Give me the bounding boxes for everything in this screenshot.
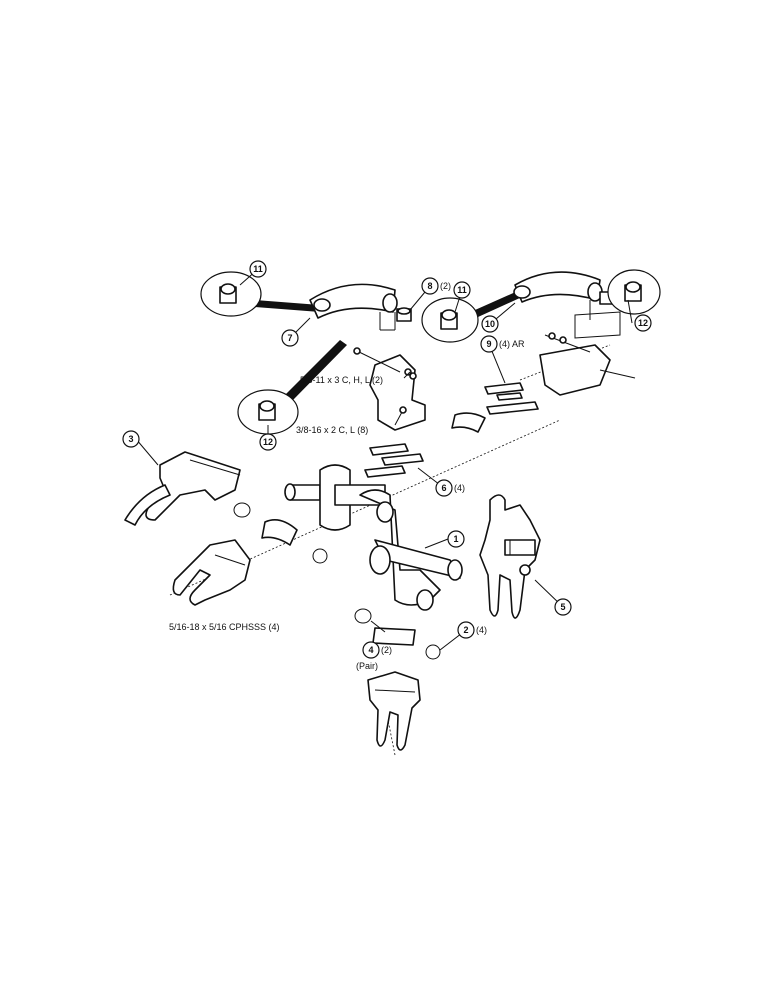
svg-text:12: 12: [263, 437, 273, 447]
callout-6: 6 (4): [435, 479, 465, 497]
svg-text:8: 8: [427, 281, 432, 291]
callout-12-right: 12: [634, 314, 652, 332]
bushing-detail-right-far: [607, 269, 661, 315]
svg-text:11: 11: [253, 264, 263, 274]
shims: [364, 382, 539, 478]
svg-text:6: 6: [441, 483, 446, 493]
svg-text:1: 1: [453, 534, 458, 544]
callout-7: 7: [281, 329, 299, 347]
svg-text:5: 5: [560, 602, 565, 612]
hardware-setscrew: 5/16-18 x 5/16 CPHSSS (4): [169, 622, 280, 632]
mounting-plates: [380, 311, 621, 339]
bushing-detail-left: [200, 271, 320, 317]
center-bracket: [353, 347, 426, 431]
tooth-5: [479, 494, 541, 619]
qty-8: (2): [440, 281, 451, 291]
callouts: 11 7 8 (2) 11 10 12 12 3: [122, 260, 652, 671]
svg-text:3: 3: [128, 434, 133, 444]
shaft-assembly: [284, 464, 463, 611]
hardware-bolt-a: 5/8-11 x 3 C, H, L (2): [300, 375, 383, 385]
callout-5: 5: [554, 598, 572, 616]
svg-text:2: 2: [463, 625, 468, 635]
svg-text:9: 9: [486, 339, 491, 349]
qty-2: (4): [476, 625, 487, 635]
right-bracket: [539, 332, 636, 396]
qty-4: (2): [381, 645, 392, 655]
qty-6: (4): [454, 483, 465, 493]
svg-text:10: 10: [485, 319, 495, 329]
bushing-detail-right: [421, 290, 522, 343]
svg-text:11: 11: [457, 285, 467, 295]
pin-pair: [372, 627, 416, 646]
tooth-lower: [367, 671, 421, 751]
bushing-detail-left-lower: [237, 340, 347, 435]
svg-text:7: 7: [287, 333, 292, 343]
callout-9: 9 (4) AR: [480, 335, 525, 353]
callout-10: 10: [481, 315, 499, 333]
tooth-3: [124, 451, 241, 526]
callout-1: 1: [447, 530, 465, 548]
hardware-bolt-b: 3/8-16 x 2 C, L (8): [296, 425, 368, 435]
left-arm: [309, 283, 398, 330]
callout-2: 2 (4): [457, 621, 487, 639]
callout-11-right: 11: [453, 281, 471, 299]
svg-text:4: 4: [368, 645, 373, 655]
callout-8: 8 (2): [421, 277, 451, 295]
snap-rings: [233, 502, 441, 660]
hardware-labels: 5/8-11 x 3 C, H, L (2) 3/8-16 x 2 C, L (…: [169, 375, 383, 632]
callout-11-left: 11: [249, 260, 267, 278]
bushing-8: [396, 307, 412, 322]
callout-4: 4 (2) (Pair): [356, 641, 392, 671]
right-arm: [513, 271, 615, 320]
svg-text:12: 12: [638, 318, 648, 328]
callout-3: 3: [122, 430, 140, 448]
callout-12-left: 12: [259, 433, 277, 451]
qty-4-pair: (Pair): [356, 661, 378, 671]
tooth-lower-left: [172, 539, 251, 606]
qty-9: (4) AR: [499, 339, 525, 349]
